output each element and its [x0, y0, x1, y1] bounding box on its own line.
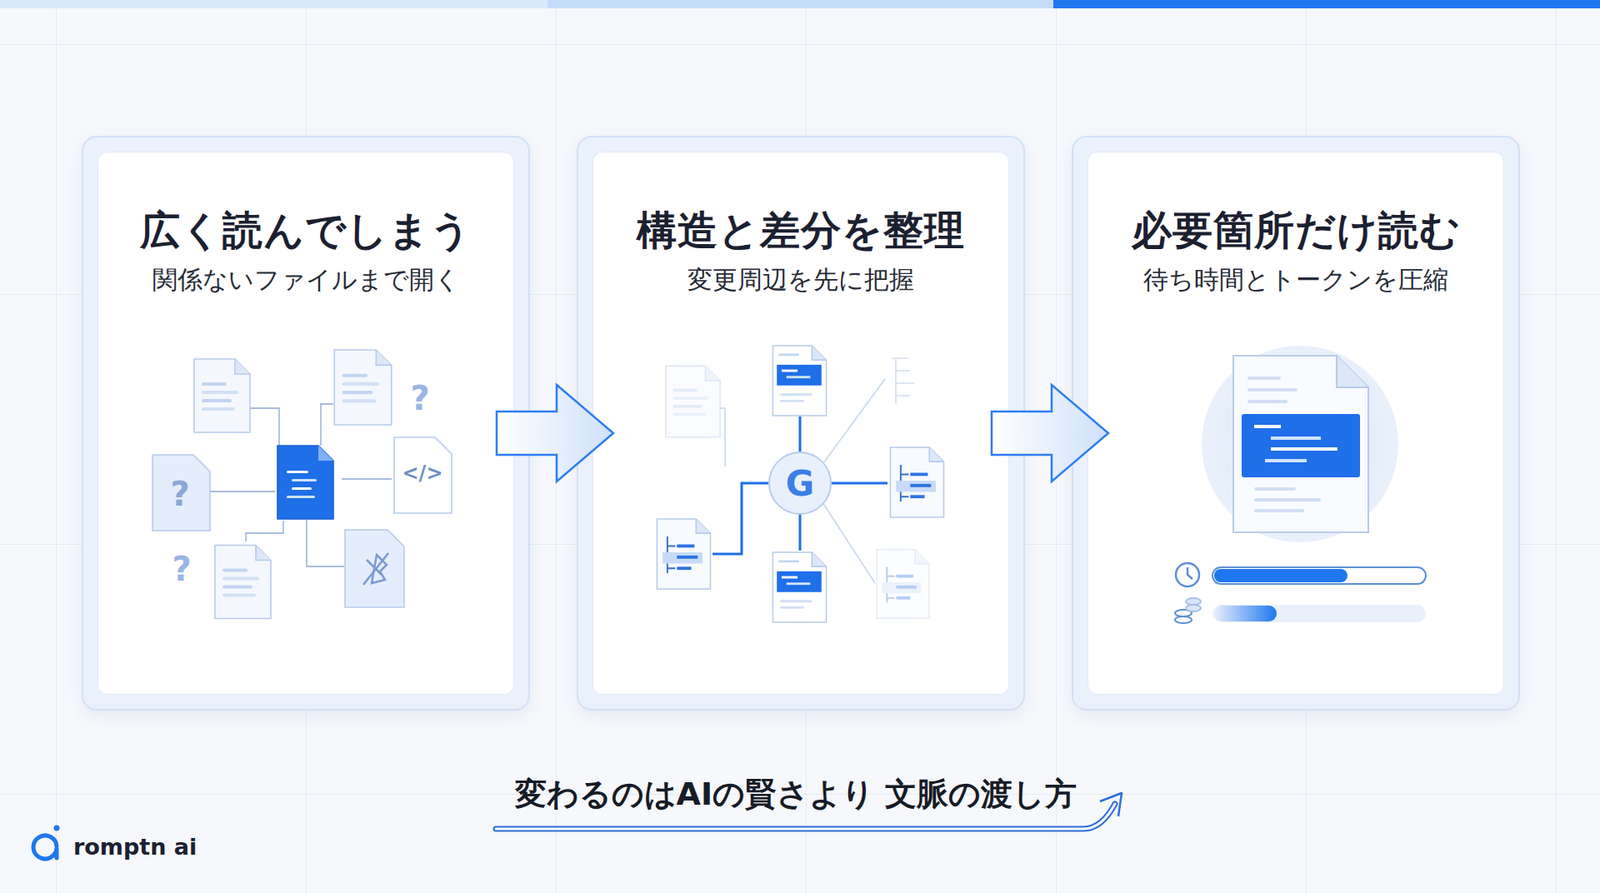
- file-page: [1233, 355, 1369, 533]
- flow-arrow: [991, 385, 1109, 482]
- panel-heading: 構造と差分を整理: [593, 204, 1009, 258]
- logo-mark: [33, 825, 60, 860]
- tree-file: [656, 519, 710, 590]
- faded-tree: [891, 358, 915, 405]
- diff-file: [772, 552, 826, 623]
- central-file: [277, 445, 334, 520]
- faded-file: [665, 365, 720, 438]
- unknown-file: [152, 455, 210, 531]
- panel-box: 広く読んでしまう関係ないファイルまで開く: [81, 135, 530, 711]
- panel-subheading: 変更周辺を先に把握: [593, 263, 1009, 298]
- time-bar: [1175, 563, 1426, 587]
- hub-circle: [769, 452, 831, 515]
- panel-heading: 広く読んでしまう: [98, 204, 514, 258]
- file-icon: [334, 350, 391, 425]
- icon-symbol: ?: [170, 475, 190, 514]
- token-bar: [1175, 598, 1426, 624]
- icon-symbol: ?: [171, 550, 191, 589]
- flow-arrow: [496, 385, 614, 482]
- panel-card: 広く読んでしまう関係ないファイルまで開く: [97, 151, 515, 695]
- file-icon: [215, 545, 271, 620]
- icon-symbol: </>: [402, 461, 444, 485]
- pin-off-icon: [363, 553, 389, 585]
- icon-symbol: ?: [410, 379, 430, 418]
- top-bar: [547, 0, 1054, 9]
- brand-logo: romptn ai: [73, 834, 197, 860]
- panel-subheading: 待ち時間とトークンを圧縮: [1088, 263, 1504, 298]
- top-bar: [0, 0, 548, 9]
- top-bar: [1053, 0, 1600, 9]
- panel-subheading: 関係ないファイルまで開く: [98, 263, 514, 298]
- focus-block: [1241, 414, 1360, 478]
- faded-file: [876, 550, 930, 619]
- code-file: [394, 437, 452, 514]
- panel-heading: 必要箇所だけ読む: [1088, 204, 1504, 258]
- diff-file: [772, 345, 826, 416]
- focused-file: [1201, 345, 1399, 543]
- tree-file: [890, 447, 944, 518]
- caption: 変わるのはAIの賢さより 文脈の渡し方: [515, 773, 1078, 816]
- file-icon: [194, 359, 250, 433]
- icon-symbol: G: [785, 463, 815, 505]
- structured-files: [656, 345, 944, 623]
- file-icons: [152, 350, 452, 619]
- halo: [1201, 345, 1399, 543]
- pinned-file: [345, 530, 405, 608]
